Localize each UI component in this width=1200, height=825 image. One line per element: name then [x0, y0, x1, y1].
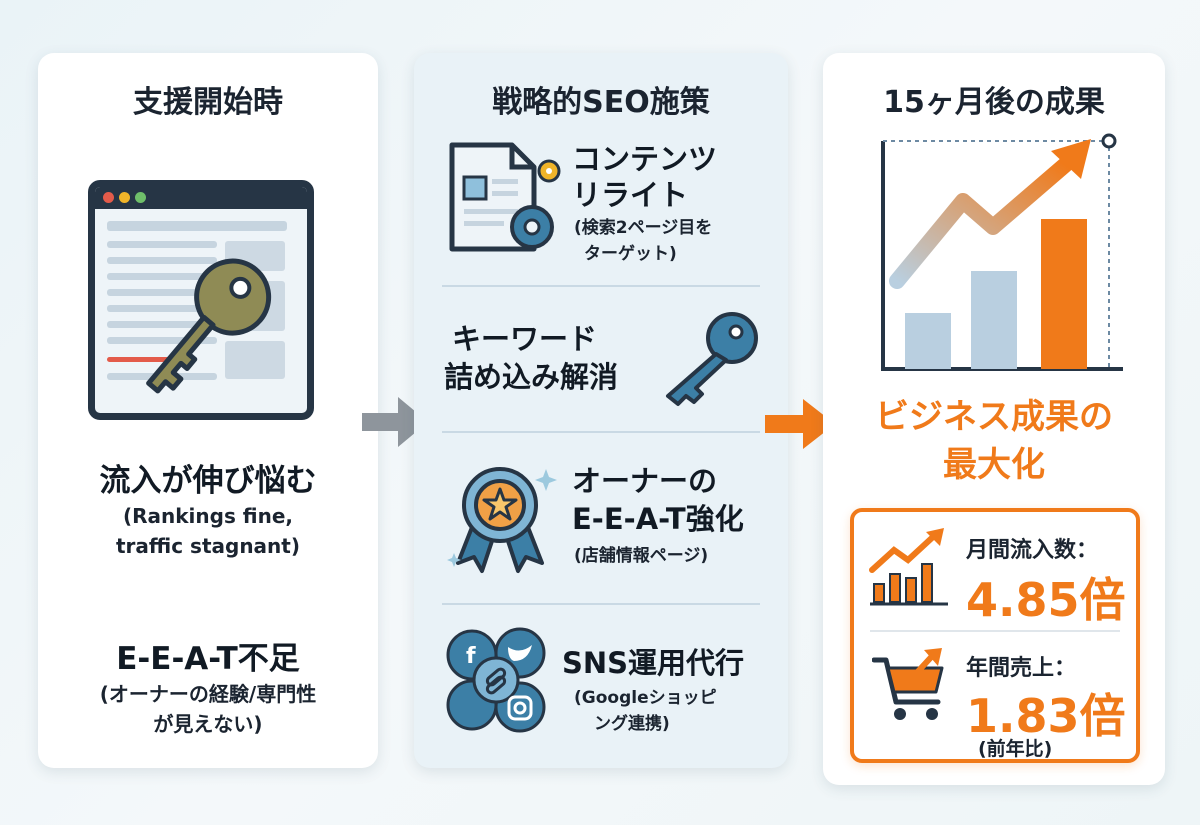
- issue-eeat-sub-1: (オーナーの経験/専門性: [99, 682, 317, 706]
- growth-bar-chart-illustration: [881, 133, 1123, 371]
- divider: [442, 431, 760, 433]
- monthly-traffic-value: 4.85倍: [966, 573, 1126, 627]
- strategy-4-sub-2: ング連携): [594, 714, 670, 734]
- strategy-1-sub-1: (検索2ページ目を: [574, 218, 713, 238]
- before-title: 支援開始時: [133, 85, 283, 120]
- strategy-3-sub-1: (店舗情報ページ): [574, 546, 709, 566]
- issue-eeat-sub-2: が見えない): [153, 712, 263, 736]
- strategy-4-title: SNS運用代行: [562, 646, 745, 680]
- strategy-title: 戦略的SEO施策: [492, 85, 710, 120]
- strategy-1-title-1: コンテンツ: [572, 142, 718, 176]
- strategy-1-sub-2: ターゲット): [584, 244, 677, 264]
- key-icon: [146, 258, 272, 394]
- issue-traffic-stagnant: 流入が伸び悩む: [99, 463, 317, 499]
- monthly-traffic-label: 月間流入数：: [966, 538, 1099, 563]
- document-gear-icon: [449, 142, 561, 252]
- strategy-3-title-2: E-E-A-T強化: [572, 502, 744, 536]
- strategy-panel: 戦略的SEO施策 コンテンツ リライト (検索2ページ目を ターゲット) キーワ…: [414, 53, 788, 768]
- issue-eeat-lacking: E-E-A-T不足: [116, 641, 300, 677]
- issue-traffic-sub-2: traffic stagnant): [116, 534, 300, 558]
- strategy-2-title-2: 詰め込み解消: [444, 360, 619, 394]
- arrow-right-icon: [765, 399, 835, 449]
- growth-chart-icon: [869, 528, 948, 606]
- results-panel: 15ヶ月後の成果 ビジネス成果の 最大化 月間流入数：: [823, 53, 1165, 785]
- headline-line-2: 最大化: [943, 445, 1045, 485]
- issue-traffic-sub-1: (Rankings fine,: [122, 504, 294, 528]
- strategy-4-sub-1: (Googleショッピ: [574, 688, 717, 708]
- results-title: 15ヶ月後の成果: [883, 85, 1105, 120]
- results-stats-box: 月間流入数： 4.85倍 年間売上： 1.83倍 (前年比): [850, 508, 1140, 763]
- headline-line-1: ビジネス成果の: [875, 397, 1113, 437]
- strategy-1-title-2: リライト: [572, 178, 689, 212]
- annual-sales-value: 1.83倍: [966, 689, 1126, 743]
- social-network-icon: f: [446, 627, 546, 733]
- strategy-3-title-1: オーナーの: [572, 464, 718, 498]
- key-icon: [666, 312, 758, 406]
- before-panel: 支援開始時 流入が伸び悩む (Rankings fine, traffic st…: [38, 53, 378, 768]
- divider: [870, 630, 1120, 632]
- divider: [442, 603, 760, 605]
- arrow-right-icon: [362, 397, 428, 447]
- svg-text:f: f: [466, 644, 476, 669]
- annual-sales-label: 年間売上：: [966, 656, 1077, 681]
- annual-sales-note: (前年比): [978, 738, 1053, 760]
- divider: [442, 285, 760, 287]
- strategy-2-title-1: キーワード: [452, 322, 598, 356]
- shopping-cart-icon: [872, 648, 944, 720]
- award-ribbon-icon: [447, 467, 557, 573]
